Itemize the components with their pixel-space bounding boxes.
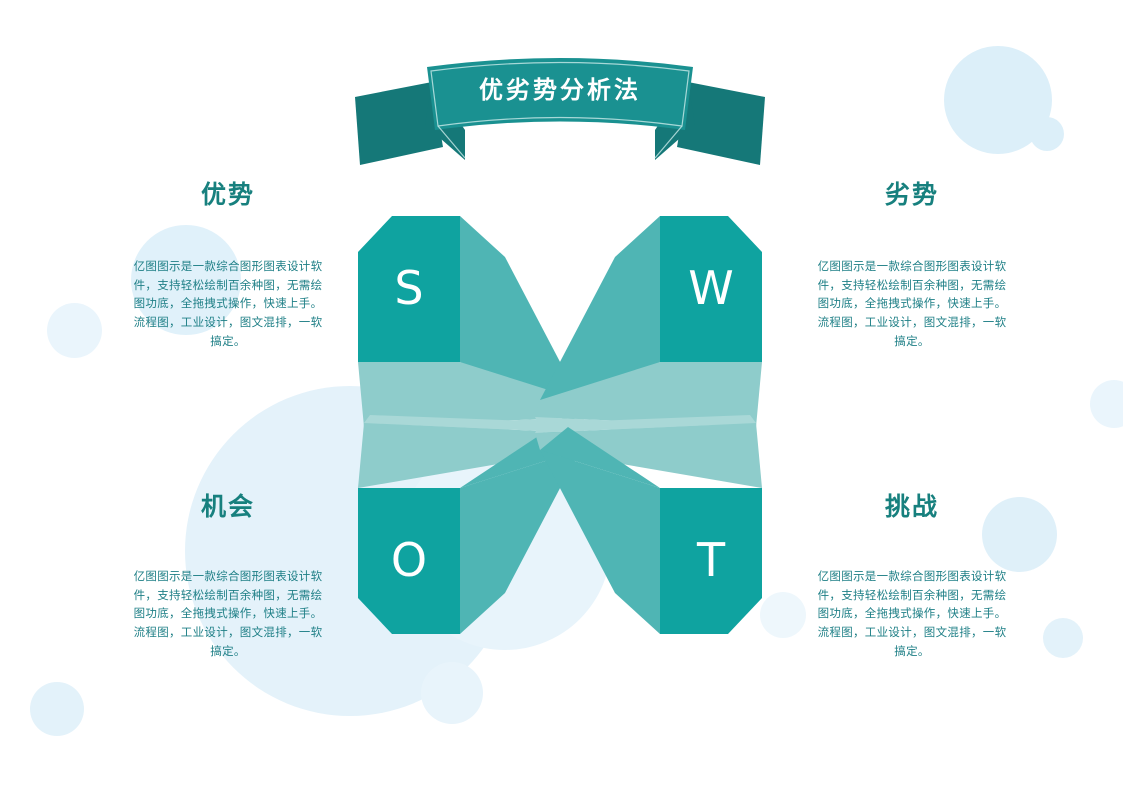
arrow-threats[interactable]	[535, 415, 762, 634]
arrow-opportunities[interactable]	[358, 415, 585, 634]
bubble-right-edge	[1090, 380, 1123, 428]
arrow-strengths[interactable]	[358, 216, 585, 435]
bubble-bottom-mid	[421, 662, 483, 724]
title-ribbon: 优劣势分析法	[355, 55, 765, 170]
ribbon-fold-line-left	[437, 125, 466, 159]
arrow-opportunities-top-bevel	[358, 423, 585, 488]
panel-threats: 挑战 亿图图示是一款综合图形图表设计软件，支持轻松绘制百余种图，无需绘图功底，全…	[812, 492, 1012, 660]
arrow-threats-side-bevel	[540, 427, 660, 488]
arrow-weaknesses[interactable]	[535, 216, 762, 435]
panel-opportunities-body: 亿图图示是一款综合图形图表设计软件，支持轻松绘制百余种图，无需绘图功底，全拖拽式…	[133, 569, 323, 658]
bubble-top-right-small	[1030, 117, 1064, 151]
ribbon-tail-left	[355, 82, 443, 165]
arrow-threats-face	[660, 488, 762, 634]
arrow-weaknesses-face	[660, 216, 762, 362]
arrow-strengths-bottom-bevel	[358, 362, 585, 427]
panel-threats-title: 挑战	[884, 492, 939, 521]
arrow-threats-top-highlight	[535, 415, 756, 433]
arrow-threats-top-bevel	[535, 423, 762, 488]
arrow-strengths-face	[358, 216, 460, 362]
panel-weaknesses-body: 亿图图示是一款综合图形图表设计软件，支持轻松绘制百余种图，无需绘图功底，全拖拽式…	[817, 259, 1007, 348]
panel-threats-body: 亿图图示是一款综合图形图表设计软件，支持轻松绘制百余种图，无需绘图功底，全拖拽式…	[817, 569, 1007, 658]
ribbon-shape	[355, 58, 765, 165]
ribbon-inner-line	[430, 61, 690, 127]
ribbon-fold-line-right	[654, 125, 683, 159]
panel-opportunities: 机会 亿图图示是一款综合图形图表设计软件，支持轻松绘制百余种图，无需绘图功底，全…	[128, 492, 328, 660]
bubble-right-large	[982, 497, 1057, 572]
panel-weaknesses-title: 劣势	[884, 180, 939, 209]
arrow-opportunities-top-highlight	[364, 415, 585, 433]
bubble-left-small	[30, 682, 84, 736]
panel-strengths-title: 优势	[200, 180, 255, 209]
panel-opportunities-title: 机会	[200, 492, 255, 521]
panel-weaknesses: 劣势 亿图图示是一款综合图形图表设计软件，支持轻松绘制百余种图，无需绘图功底，全…	[812, 180, 1012, 350]
bubble-left-tiny	[47, 303, 102, 358]
arrow-opportunities-face	[358, 488, 460, 634]
swot-arrows-svg	[358, 216, 762, 634]
swot-arrow-group: S W O T	[330, 195, 790, 655]
panel-strengths: 优势 亿图图示是一款综合图形图表设计软件，支持轻松绘制百余种图，无需绘图功底，全…	[128, 180, 328, 350]
ribbon-tail-right	[677, 82, 765, 165]
arrow-weaknesses-bottom-bevel	[535, 362, 762, 427]
bubble-right-small	[1043, 618, 1083, 658]
bubble-bottom-right-area	[760, 592, 806, 638]
arrow-weaknesses-side-bevel	[540, 216, 660, 423]
ribbon-band	[427, 58, 693, 130]
bubble-upper-left-medium	[131, 225, 241, 335]
arrow-threats-side-bevel-2	[540, 450, 660, 634]
arrow-strengths-side-bevel	[460, 216, 580, 423]
panel-strengths-body: 亿图图示是一款综合图形图表设计软件，支持轻松绘制百余种图，无需绘图功底，全拖拽式…	[133, 259, 323, 348]
arrow-opportunities-side-bevel-2	[460, 450, 580, 634]
